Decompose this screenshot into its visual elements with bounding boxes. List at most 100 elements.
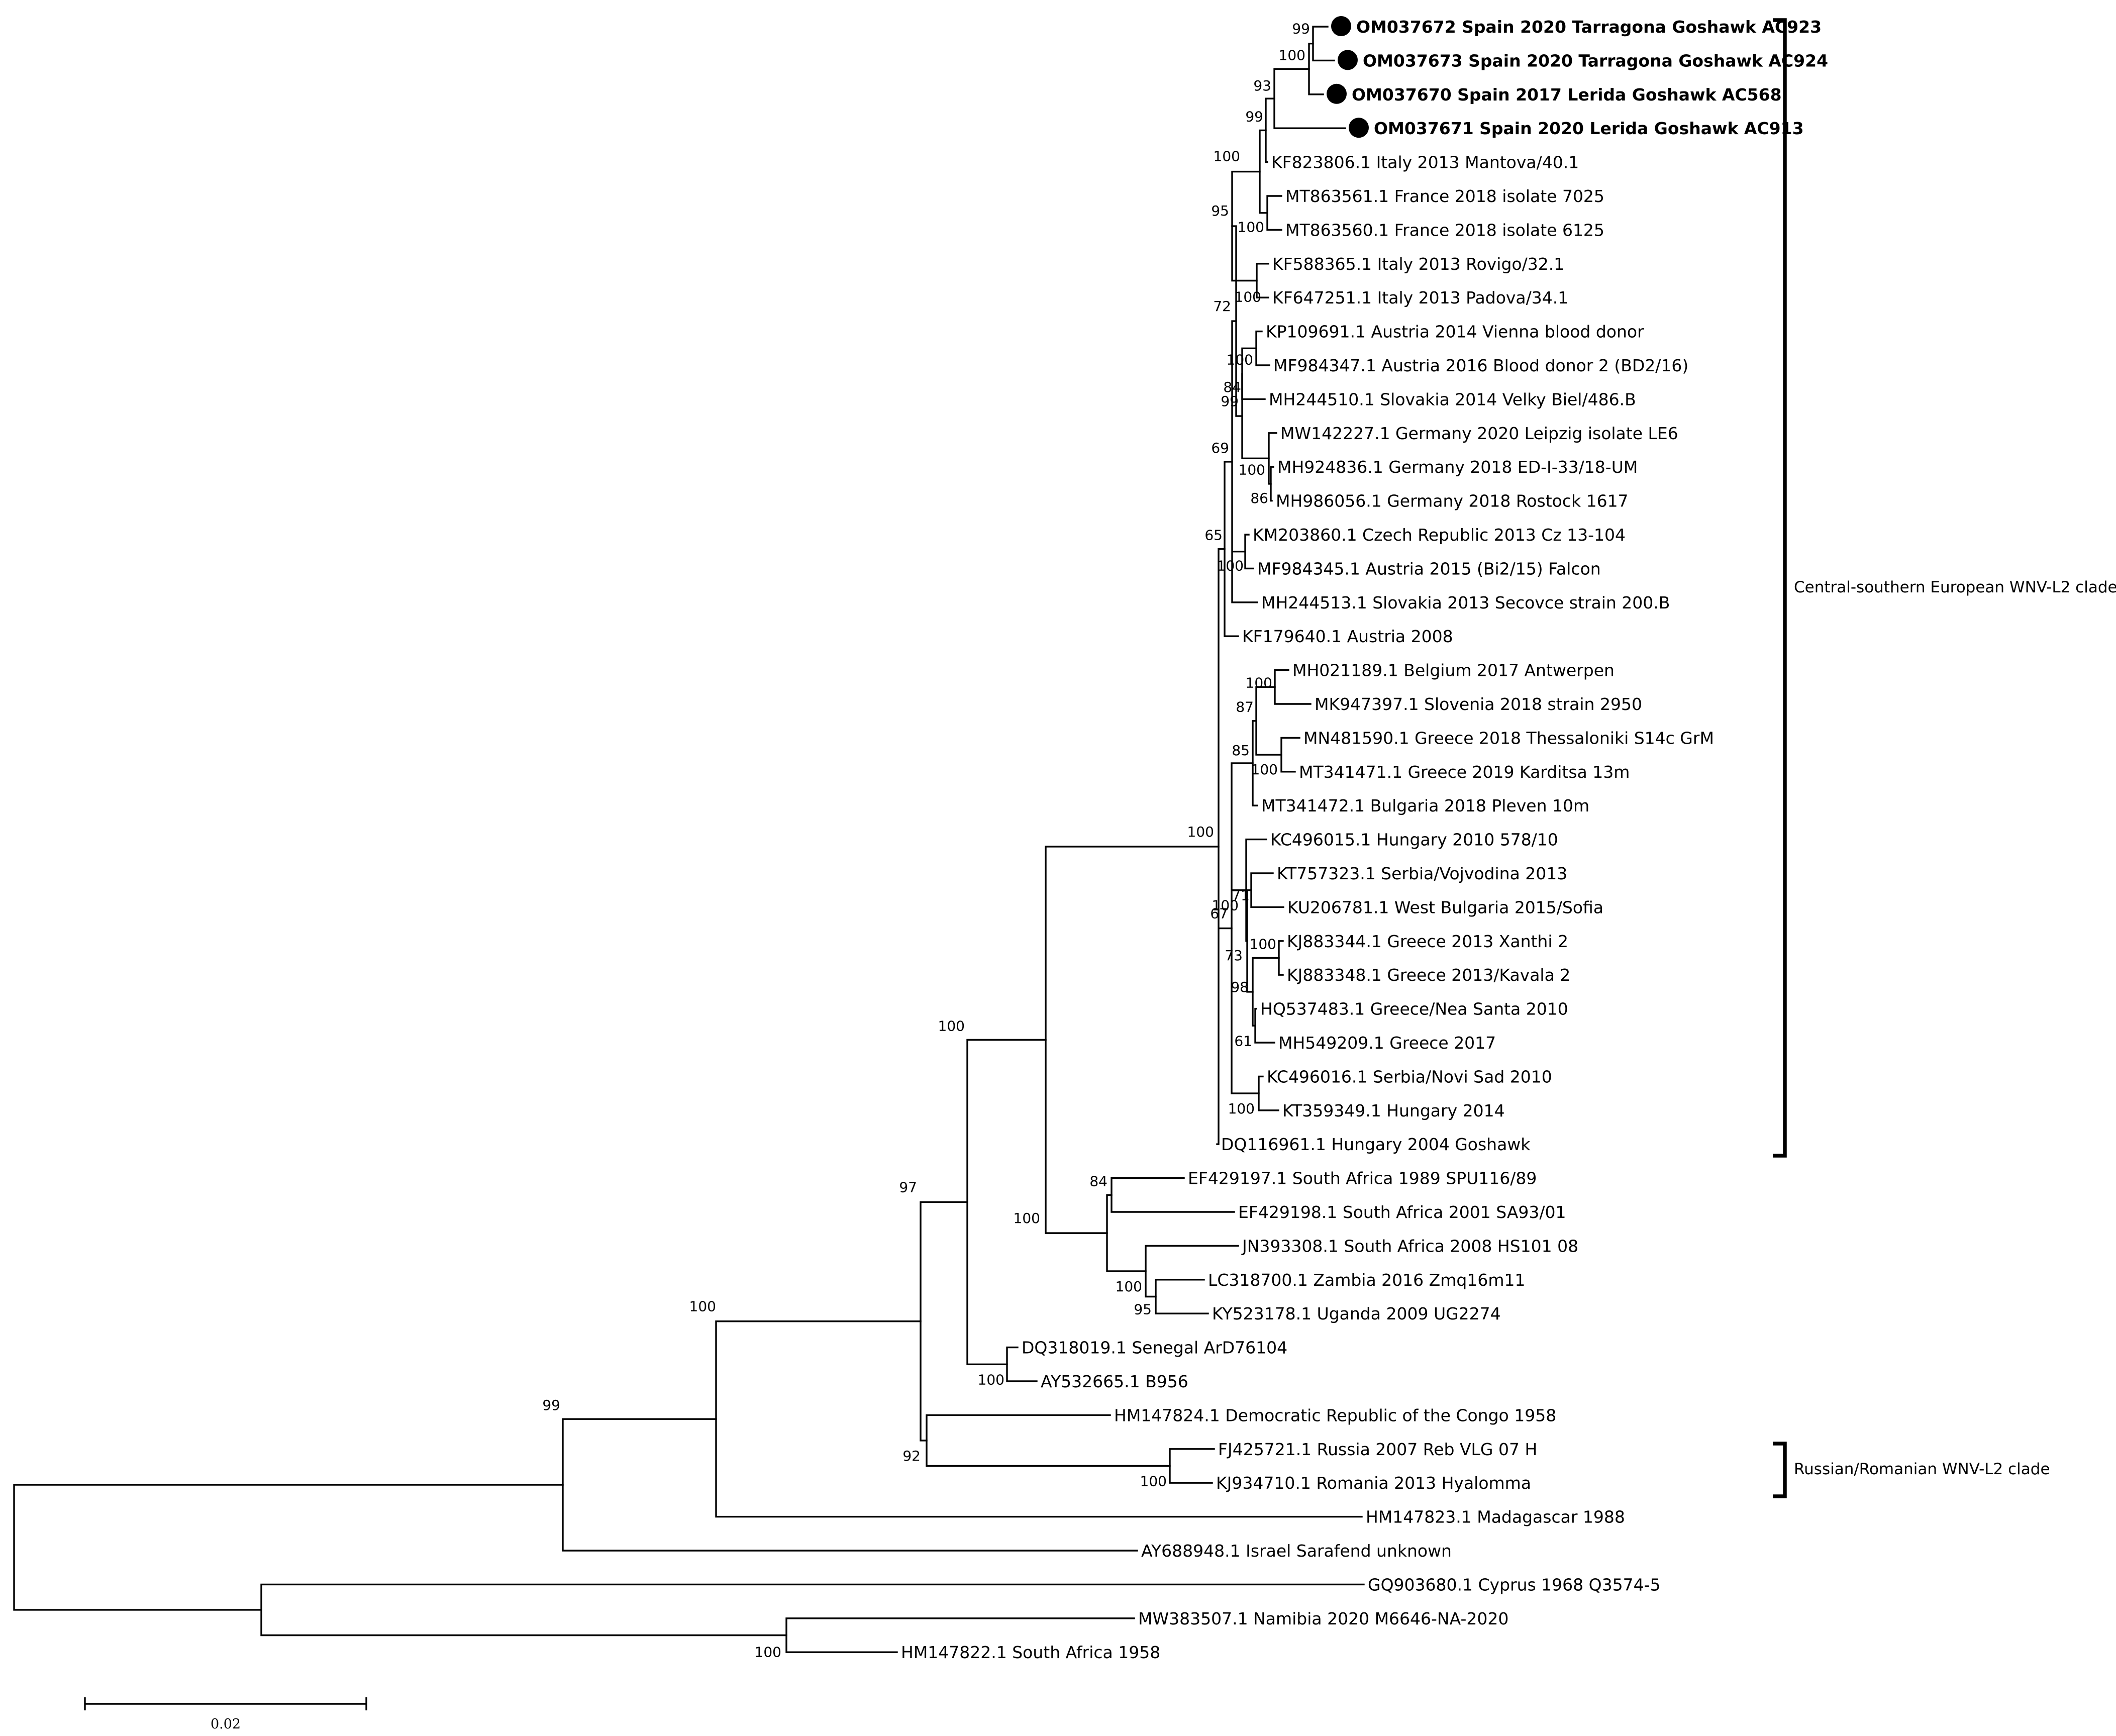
tip-label: EF429197.1 South Africa 1989 SPU116/89 xyxy=(1188,1169,1537,1188)
bootstrap-label: 71 xyxy=(1232,887,1250,904)
tip-label: KT757323.1 Serbia/Vojvodina 2013 xyxy=(1277,864,1567,883)
bootstrap-label: 93 xyxy=(1253,77,1271,94)
tip-label: MF984347.1 Austria 2016 Blood donor 2 (B… xyxy=(1273,356,1688,375)
branch-n_saf xyxy=(1106,1194,1147,1272)
tip-label: KJ934710.1 Romania 2013 Hyalomma xyxy=(1216,1473,1531,1493)
clade-bracket-russian-romanian xyxy=(1773,1442,1787,1498)
tip-label: MF984345.1 Austria 2015 (Bi2/15) Falcon xyxy=(1257,559,1601,578)
bootstrap-label: 100 xyxy=(1246,674,1272,691)
tip-label: OM037671 Spain 2020 Lerida Goshawk AC913 xyxy=(1374,119,1804,138)
scale-bar-label: 0.02 xyxy=(211,1716,241,1732)
bootstrap-label: 100 xyxy=(1228,1100,1255,1117)
tip-label: AY532665.1 B956 xyxy=(1041,1372,1188,1391)
highlight-markers xyxy=(1327,16,1369,138)
tip-label: OM037672 Spain 2020 Tarragona Goshawk AC… xyxy=(1356,17,1822,37)
tip-label: MT341472.1 Bulgaria 2018 Pleven 10m xyxy=(1261,796,1589,815)
tip-label: KF588365.1 Italy 2013 Rovigo/32.1 xyxy=(1272,254,1564,274)
tip-label: KF179640.1 Austria 2008 xyxy=(1242,627,1453,646)
tip-label: KC496015.1 Hungary 2010 578/10 xyxy=(1270,830,1558,850)
tip-label: AY688948.1 Israel Sarafend unknown xyxy=(1141,1541,1452,1561)
bootstrap-label: 100 xyxy=(1140,1473,1167,1490)
highlight-marker-icon xyxy=(1327,83,1347,104)
bootstrap-label: 99 xyxy=(1221,393,1239,410)
bootstrap-label: 65 xyxy=(1204,527,1223,544)
tip-label: MH924836.1 Germany 2018 ED-I-33/18-UM xyxy=(1277,457,1638,477)
tip-label: MT863561.1 France 2018 isolate 7025 xyxy=(1285,186,1604,206)
bootstrap-label: 100 xyxy=(1279,47,1305,63)
tip-label: KY523178.1 Uganda 2009 UG2274 xyxy=(1212,1304,1501,1323)
tip-label: KF823806.1 Italy 2013 Mantova/40.1 xyxy=(1271,153,1579,172)
tip-label: DQ318019.1 Senegal ArD76104 xyxy=(1022,1338,1287,1358)
bootstrap-label: 99 xyxy=(542,1397,560,1413)
bootstrap-label: 100 xyxy=(1238,219,1264,236)
tip-label: MH244513.1 Slovakia 2013 Secovce strain … xyxy=(1261,593,1670,612)
tip-label: KF647251.1 Italy 2013 Padova/34.1 xyxy=(1272,288,1568,308)
tip-label: MT341471.1 Greece 2019 Karditsa 13m xyxy=(1299,762,1630,782)
tip-label: HQ537483.1 Greece/Nea Santa 2010 xyxy=(1260,999,1568,1019)
clade-label-central-southern-european: Central-southern European WNV-L2 clade xyxy=(1794,578,2116,596)
clade-central-southern-european: Central-southern European WNV-L2 clade xyxy=(1773,18,2116,1158)
bootstrap-label: 100 xyxy=(1187,824,1214,840)
branch-n_zu xyxy=(1155,1279,1209,1314)
bootstrap-label: 99 xyxy=(1292,21,1310,37)
bootstrap-label: 100 xyxy=(1116,1278,1142,1295)
tip-label: OM037673 Spain 2020 Tarragona Goshawk AC… xyxy=(1363,51,1828,70)
tip-label: MT863560.1 France 2018 isolate 6125 xyxy=(1285,220,1604,240)
branch-n_t1t3 xyxy=(1308,43,1324,95)
bootstrap-label: 100 xyxy=(938,1018,965,1035)
scale-bar-line xyxy=(84,1697,367,1710)
bootstrap-label: 100 xyxy=(1235,289,1261,305)
bootstrap-label: 100 xyxy=(1212,897,1239,914)
tip-label: JN393308.1 South Africa 2008 HS101 08 xyxy=(1241,1236,1578,1256)
bootstrap-label: 100 xyxy=(1251,761,1278,778)
bootstrap-label: 69 xyxy=(1211,440,1229,456)
bootstrap-label: 100 xyxy=(1217,558,1244,574)
scale-bar: 0.02 xyxy=(84,1697,367,1732)
tip-label: MW383507.1 Namibia 2020 M6646-NA-2020 xyxy=(1138,1609,1508,1628)
branch-n_cz2 xyxy=(1244,534,1254,570)
tip-label: MK947397.1 Slovenia 2018 strain 2950 xyxy=(1315,694,1642,714)
branch-n_de xyxy=(1241,373,1270,460)
highlight-marker-icon xyxy=(1338,50,1358,70)
bootstrap-label: 95 xyxy=(1134,1301,1152,1318)
tip-label: KU206781.1 West Bulgaria 2015/Sofia xyxy=(1287,897,1603,917)
tip-label: KM203860.1 Czech Republic 2013 Cz 13-104 xyxy=(1253,525,1626,545)
bootstrap-label: 67 xyxy=(1210,905,1228,922)
clade-russian-romanian: Russian/Romanian WNV-L2 clade xyxy=(1773,1442,2050,1498)
tree-branches xyxy=(13,26,1365,1653)
bootstrap-label: 98 xyxy=(1231,979,1249,995)
tip-label: EF429198.1 South Africa 2001 SA93/01 xyxy=(1238,1202,1566,1222)
bootstrap-label: 84 xyxy=(1089,1173,1107,1189)
tip-label: MH549209.1 Greece 2017 xyxy=(1278,1033,1496,1053)
tip-label: LC318700.1 Zambia 2016 Zmq16m11 xyxy=(1208,1270,1525,1290)
tip-label: KJ883344.1 Greece 2013 Xanthi 2 xyxy=(1287,932,1568,951)
tip-label: KT359349.1 Hungary 2014 xyxy=(1282,1101,1505,1120)
tip-label: KP109691.1 Austria 2014 Vienna blood don… xyxy=(1266,322,1644,342)
bootstrap-label: 100 xyxy=(1250,936,1276,953)
bootstrap-label: 95 xyxy=(1211,202,1229,219)
branch-n_big2 xyxy=(966,1039,1047,1365)
bootstrap-label: 100 xyxy=(1227,351,1253,368)
tip-label: MH021189.1 Belgium 2017 Antwerpen xyxy=(1292,661,1615,680)
bootstrap-labels: 9910093991001001009510084991008672691006… xyxy=(542,21,1310,1661)
branch-root xyxy=(13,1484,564,1611)
tip-label: MH986056.1 Germany 2018 Rostock 1617 xyxy=(1276,491,1629,511)
branch-n_af xyxy=(920,1201,968,1442)
tip-label: FJ425721.1 Russia 2007 Reb VLG 07 H xyxy=(1218,1440,1537,1459)
bootstrap-label: 85 xyxy=(1232,742,1250,759)
tip-label: KJ883348.1 Greece 2013/Kavala 2 xyxy=(1287,965,1570,985)
bootstrap-label: 100 xyxy=(689,1298,716,1315)
bootstrap-label: 73 xyxy=(1225,947,1243,964)
bootstrap-label: 61 xyxy=(1234,1033,1252,1049)
tip-label: HM147822.1 South Africa 1958 xyxy=(901,1643,1160,1662)
branch-n_isr xyxy=(562,1418,1138,1552)
clade-bracket-central-southern-european xyxy=(1773,18,1787,1158)
highlight-marker-icon xyxy=(1349,118,1369,138)
bootstrap-label: 84 xyxy=(1223,379,1241,395)
tip-label: HM147824.1 Democratic Republic of the Co… xyxy=(1114,1405,1556,1425)
branch-n_de2 xyxy=(1268,432,1277,485)
bootstrap-label: 87 xyxy=(1236,699,1254,716)
bootstrap-label: 100 xyxy=(1214,148,1240,165)
tip-labels: OM037672 Spain 2020 Tarragona Goshawk AC… xyxy=(901,17,1828,1662)
bootstrap-label: 72 xyxy=(1213,298,1231,315)
